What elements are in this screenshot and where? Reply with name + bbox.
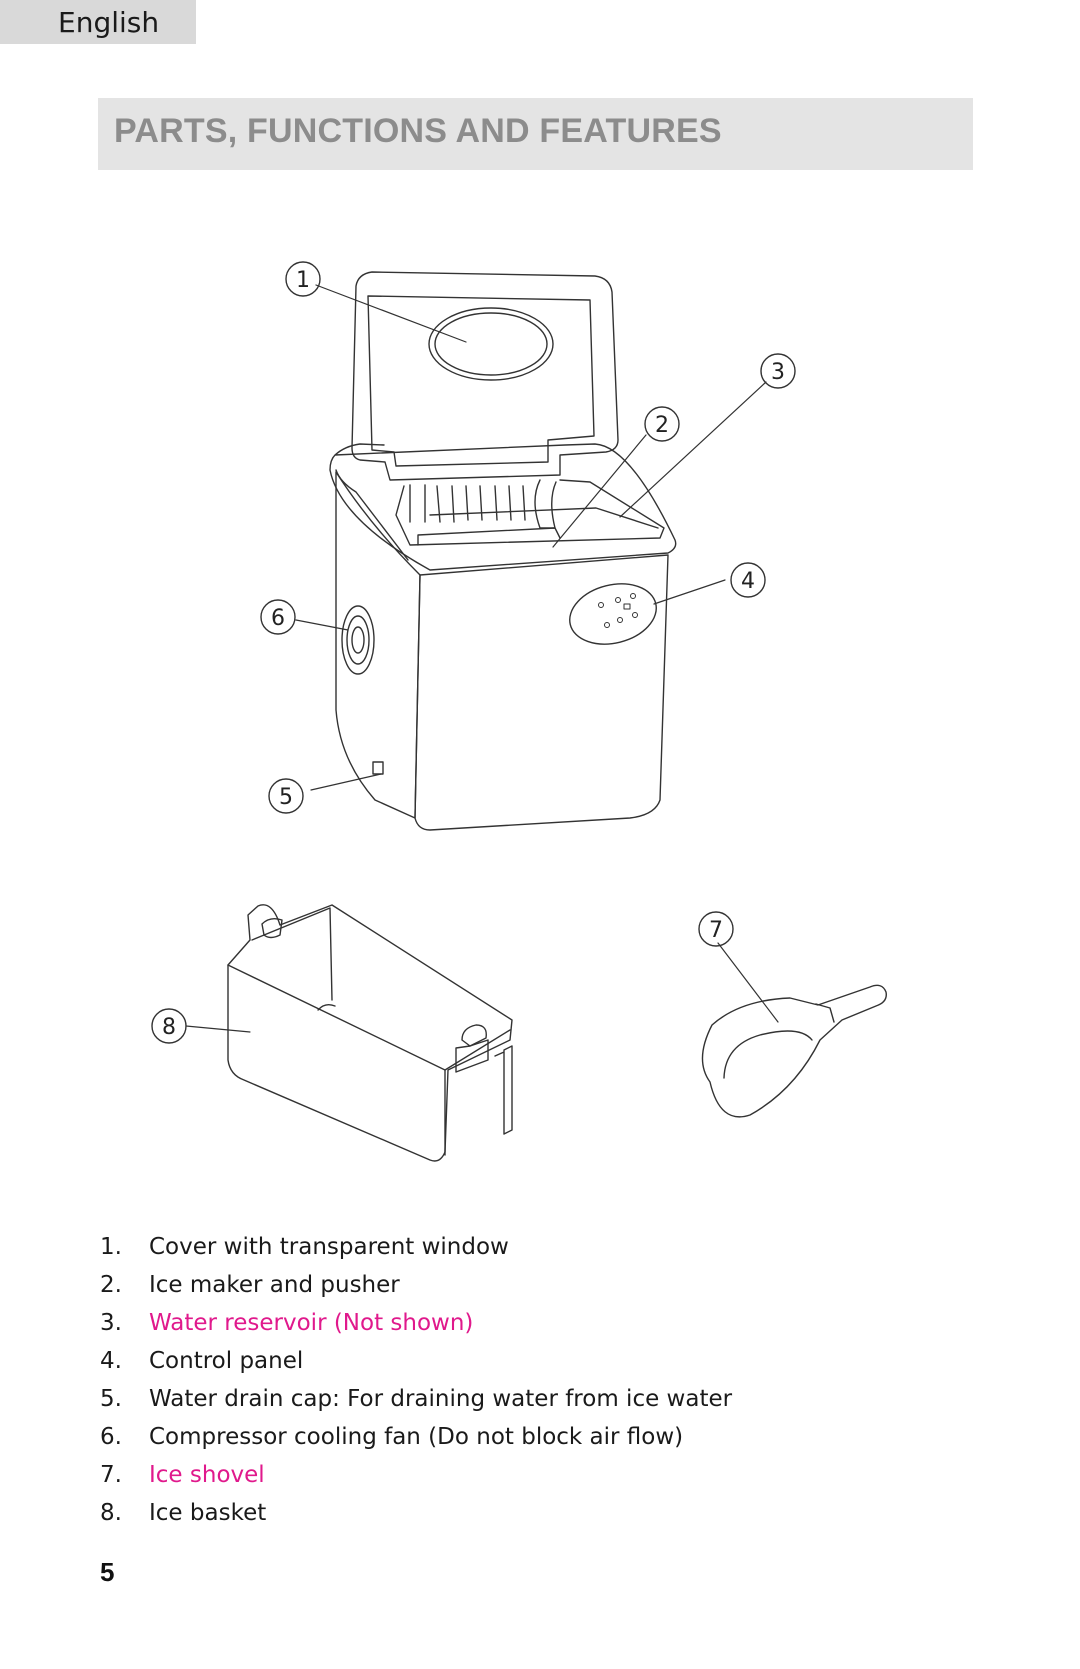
callout-3: 3 [760, 353, 796, 389]
parts-list: 1.Cover with transparent window 2.Ice ma… [100, 1228, 732, 1532]
section-title-bar: PARTS, FUNCTIONS AND FEATURES [98, 98, 973, 170]
svg-text:5: 5 [279, 785, 293, 810]
parts-list-item: 7.Ice shovel [100, 1462, 265, 1488]
parts-list-item: 4.Control panel [100, 1348, 304, 1374]
ice-maker-illustration [329, 271, 677, 831]
ice-shovel-illustration [701, 984, 887, 1118]
callout-5: 5 [268, 778, 304, 814]
svg-text:3: 3 [771, 360, 785, 385]
svg-text:1: 1 [296, 268, 310, 293]
parts-list-item: 2.Ice maker and pusher [100, 1272, 400, 1298]
ice-basket-illustration [227, 904, 513, 1162]
page-number: 5 [100, 1557, 115, 1587]
callout-leader-lines [185, 284, 779, 1033]
parts-list-item: 1.Cover with transparent window [100, 1234, 509, 1260]
svg-text:2: 2 [655, 413, 669, 438]
callout-7: 7 [698, 911, 734, 947]
svg-text:7: 7 [709, 918, 723, 943]
svg-text:4: 4 [741, 569, 755, 594]
svg-text:8: 8 [162, 1015, 176, 1040]
callout-2: 2 [644, 406, 680, 442]
parts-list-item: 5.Water drain cap: For draining water fr… [100, 1386, 733, 1412]
callout-1: 1 [285, 261, 321, 297]
callout-8: 8 [151, 1008, 187, 1044]
callout-6: 6 [260, 599, 296, 635]
svg-text:6: 6 [271, 606, 285, 631]
parts-list-item: 3.Water reservoir (Not shown) [100, 1310, 474, 1336]
parts-list-item: 6.Compressor cooling fan (Do not block a… [100, 1424, 684, 1450]
section-title: PARTS, FUNCTIONS AND FEATURES [114, 112, 722, 150]
callout-4: 4 [730, 562, 766, 598]
callout-markers: 1 2 3 4 5 6 7 8 [151, 261, 796, 1044]
language-tab: English [0, 0, 196, 44]
parts-list-item: 8.Ice basket [100, 1500, 267, 1526]
